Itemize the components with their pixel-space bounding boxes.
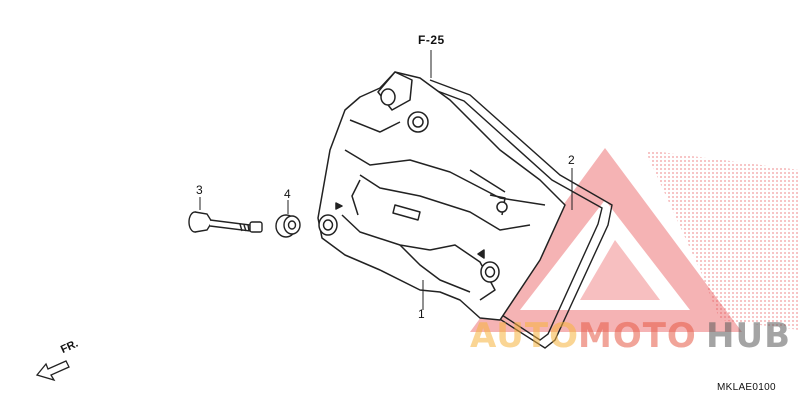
watermark-part-b: MOTO [578,316,697,356]
watermark-triangle-inner [580,240,660,300]
callout-4: 4 [284,187,291,201]
reference-label: F-25 [418,33,445,47]
watermark-part-c: HUB [706,316,791,356]
watermark-text: AUTO MOTO HUB [470,316,800,356]
diagram-code: MKLAE0100 [717,382,776,393]
callout-3: 3 [196,183,203,197]
watermark-part-a: AUTO [470,316,579,356]
callout-2: 2 [568,153,575,167]
watermark-logo [470,148,800,332]
leader-lines [199,50,573,310]
direction-arrow-icon [35,360,70,382]
watermark-triangle-outer [470,148,742,332]
cylinder-head-cover [317,71,566,321]
grommet [275,214,301,238]
watermark-wing [645,150,800,330]
callout-1: 1 [418,307,425,321]
bolt [188,211,263,233]
